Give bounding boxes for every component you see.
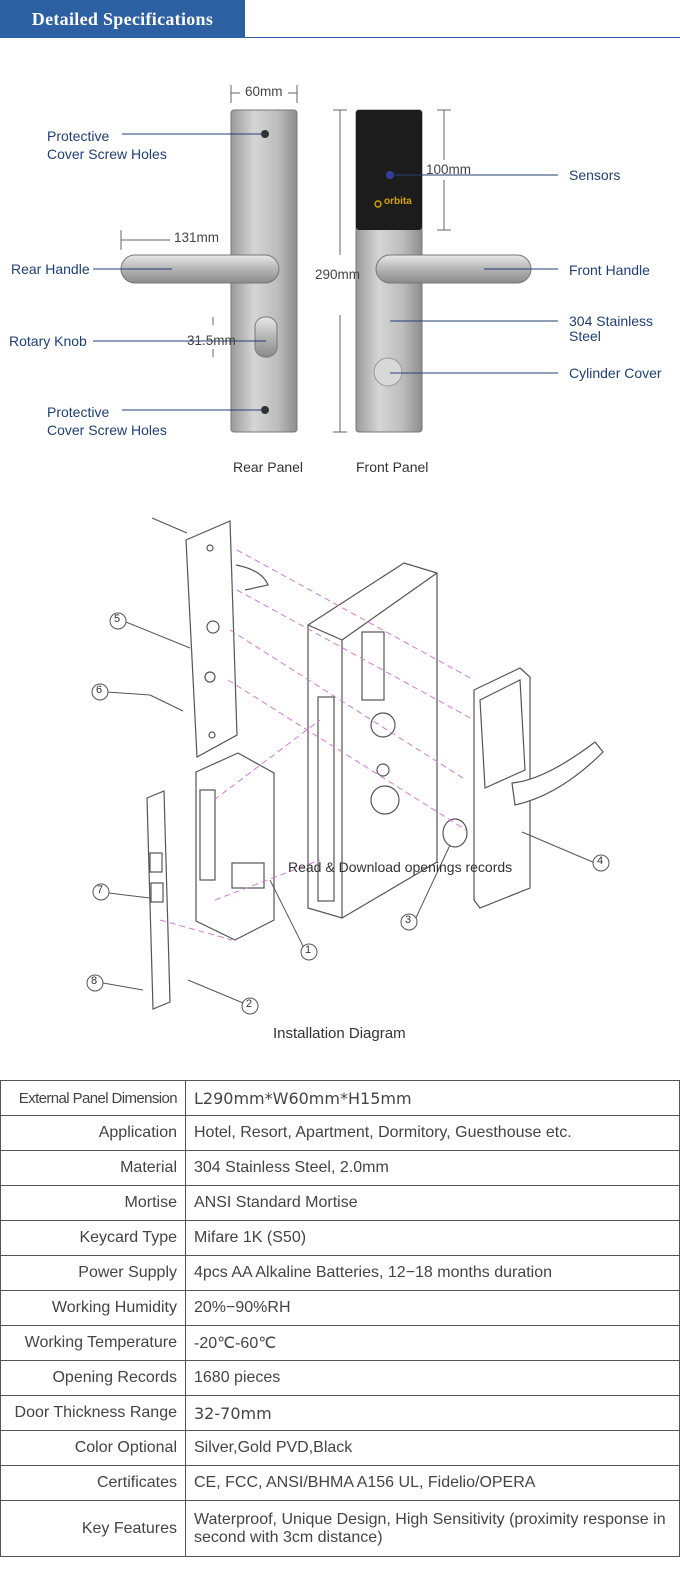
callout-2-label: 2 <box>246 998 253 1010</box>
spec-value: 32-70mm <box>185 1395 680 1431</box>
rotary-knob <box>254 316 278 358</box>
label-bottom-screw-holes-1: Protective <box>47 404 110 420</box>
spec-key: Working Humidity <box>0 1290 186 1326</box>
installation-caption: Installation Diagram <box>273 1025 406 1042</box>
width-dimension: 60mm <box>245 84 283 99</box>
section-header: Detailed Specifications <box>0 0 680 38</box>
callout-7-label: 7 <box>97 884 104 896</box>
front-lever-part <box>511 741 604 806</box>
label-front-handle: Front Handle <box>569 262 650 278</box>
door-block <box>307 562 438 919</box>
spec-value: Hotel, Resort, Apartment, Dormitory, Gue… <box>185 1115 680 1151</box>
cylinder-cover <box>373 357 403 387</box>
label-stainless-steel-1: 304 Stainless <box>569 313 654 329</box>
mortise-body <box>195 752 275 941</box>
sensor-dimension: 100mm <box>426 162 472 177</box>
screw-top <box>151 517 188 534</box>
spec-key: External Panel Dimension <box>0 1080 186 1116</box>
spec-value: Waterproof, Unique Design, High Sensitiv… <box>185 1500 680 1557</box>
spec-value: Silver,Gold PVD,Black <box>185 1430 680 1466</box>
callout-4-label: 4 <box>597 855 604 867</box>
rear-bottom-screw <box>261 406 269 414</box>
section-title: Detailed Specifications <box>0 0 245 37</box>
faceplate <box>146 790 171 1010</box>
callout-3 <box>400 913 418 931</box>
height-dimension: 290mm <box>315 267 361 282</box>
sensor-panel <box>356 110 422 230</box>
spec-key: Working Temperature <box>0 1325 186 1361</box>
label-bottom-screw-holes-2: Cover Screw Holes <box>47 422 167 438</box>
rear-panel-caption: Rear Panel <box>233 459 304 475</box>
rear-top-screw <box>261 130 269 138</box>
spec-key: Mortise <box>0 1185 186 1221</box>
brand-icon <box>374 200 382 208</box>
callout-3-label: 3 <box>405 914 412 926</box>
callout-7 <box>92 883 110 901</box>
callout-1-label: 1 <box>305 944 312 956</box>
spec-key: Keycard Type <box>0 1220 186 1256</box>
callout-8 <box>86 974 104 992</box>
spec-value: 304 Stainless Steel, 2.0mm <box>185 1150 680 1186</box>
spec-value: L290mm*W60mm*H15mm <box>185 1080 680 1116</box>
rear-plate-part <box>185 520 238 758</box>
spec-value: 4pcs AA Alkaline Batteries, 12−18 months… <box>185 1255 680 1291</box>
callout-6-label: 6 <box>96 684 103 696</box>
label-cylinder-cover: Cylinder Cover <box>569 365 662 381</box>
spec-value: Mifare 1K (S50) <box>185 1220 680 1256</box>
spec-key: Key Features <box>0 1500 186 1557</box>
callout-1 <box>300 943 318 961</box>
spec-key: Material <box>0 1150 186 1186</box>
spec-value: 20%−90%RH <box>185 1290 680 1326</box>
panel-illustration <box>93 85 558 433</box>
brand-logo: orbita <box>384 196 412 207</box>
callout-6 <box>91 683 109 701</box>
callout-5-label: 5 <box>114 613 121 625</box>
label-stainless-steel-2: Steel <box>569 328 601 344</box>
spec-value: ANSI Standard Mortise <box>185 1185 680 1221</box>
spec-value: -20℃-60℃ <box>185 1325 680 1361</box>
label-sensors: Sensors <box>569 167 621 183</box>
handle-dimension: 131mm <box>174 230 220 245</box>
knob-dimension: 31.5mm <box>187 333 236 348</box>
rear-lever-part <box>235 564 269 591</box>
screw-6 <box>149 694 184 712</box>
installation-diagram <box>86 517 610 1015</box>
callout-5 <box>109 612 127 630</box>
label-top-screw-holes-1: Protective <box>47 128 110 144</box>
label-rotary-knob: Rotary Knob <box>9 333 87 349</box>
spec-key: Door Thickness Range <box>0 1395 186 1431</box>
label-rear-handle: Rear Handle <box>11 261 90 277</box>
table-row: Working Temperature-20℃-60℃ <box>0 1325 680 1361</box>
spec-key: Certificates <box>0 1465 186 1501</box>
spec-key: Color Optional <box>0 1430 186 1466</box>
callout-2 <box>241 997 259 1015</box>
spec-key: Opening Records <box>0 1360 186 1396</box>
spec-value: 1680 pieces <box>185 1360 680 1396</box>
callout-8-label: 8 <box>91 975 98 987</box>
label-top-screw-holes-2: Cover Screw Holes <box>47 146 167 162</box>
cylinder-part <box>442 818 468 848</box>
front-panel-caption: Front Panel <box>356 459 429 475</box>
spec-value: CE, FCC, ANSI/BHMA A156 UL, Fidelio/OPER… <box>185 1465 680 1501</box>
cutout-top <box>361 631 385 701</box>
overlay-caption: Read & Download openings records <box>288 859 513 875</box>
callout-4 <box>592 854 610 872</box>
spec-key: Power Supply <box>0 1255 186 1291</box>
spec-key: Application <box>0 1115 186 1151</box>
